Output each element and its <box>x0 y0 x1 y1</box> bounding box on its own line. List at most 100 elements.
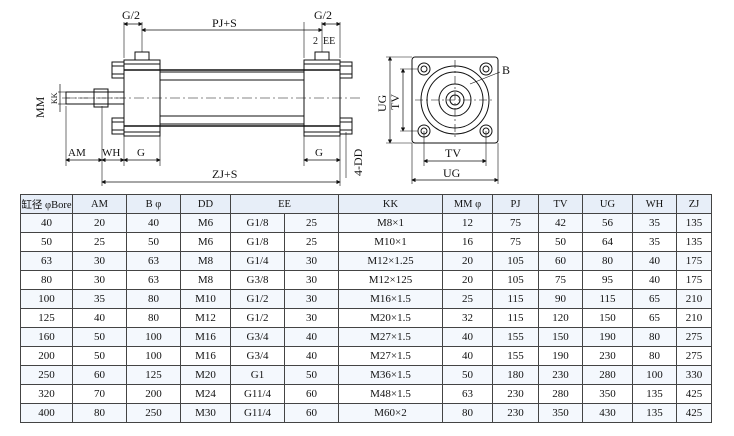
table-cell: 56 <box>582 213 634 233</box>
table-cell: 190 <box>538 346 584 366</box>
table-cell: 230 <box>582 346 634 366</box>
table-cell: M30 <box>180 403 231 423</box>
cylinder-dimension-drawing: G/2 PJ+S G/2 2 EE MM KK AM WH G G ZJ+S 4… <box>33 8 510 186</box>
table-cell: M16 <box>180 346 231 366</box>
table-cell: 35 <box>632 232 678 252</box>
table-cell: 115 <box>492 289 540 309</box>
tie-rod-nut <box>339 117 353 135</box>
table-cell: 65 <box>632 289 678 309</box>
table-cell: G3/4 <box>230 346 285 366</box>
table-cell: 60 <box>283 403 340 423</box>
table-cell: 80 <box>442 403 494 423</box>
table-cell: 200 <box>126 384 181 404</box>
table-cell: 100 <box>126 327 181 347</box>
table-cell: 20 <box>72 213 127 233</box>
table-cell: M60×2 <box>338 403 444 423</box>
table-cell: 60 <box>538 251 584 271</box>
table-cell: 40 <box>20 213 73 233</box>
table-cell: 100 <box>632 365 678 385</box>
table-cell: 25 <box>72 232 127 252</box>
dim-wh: WH <box>102 147 120 159</box>
table-cell: M12×125 <box>338 270 444 290</box>
table-cell: M8 <box>180 251 231 271</box>
table-cell: 80 <box>632 327 678 347</box>
dim-ug-vertical: UG <box>375 94 389 112</box>
table-cell: 180 <box>492 365 540 385</box>
tie-rod-hole <box>479 62 493 76</box>
table-cell: 250 <box>20 365 73 385</box>
table-cell: G1/4 <box>230 251 285 271</box>
table-cell: 80 <box>72 403 127 423</box>
table-cell: 50 <box>538 232 584 252</box>
table-cell: 275 <box>676 327 713 347</box>
header-dd: DD <box>180 194 231 214</box>
table-cell: 425 <box>676 384 713 404</box>
table-cell: 64 <box>582 232 634 252</box>
table-cell: 65 <box>632 308 678 328</box>
dim-two: 2 <box>313 36 318 47</box>
dim-mm: MM <box>33 96 47 118</box>
end-plate <box>411 56 499 144</box>
table-cell: M16×1.5 <box>338 289 444 309</box>
table-cell: 150 <box>538 327 584 347</box>
table-cell: 135 <box>676 232 713 252</box>
table-cell: 60 <box>72 365 127 385</box>
table-cell: G1/2 <box>230 289 285 309</box>
table-cell: M16 <box>180 327 231 347</box>
table-cell: M20 <box>180 365 231 385</box>
dim-kk: KK <box>50 92 59 104</box>
table-cell: 75 <box>492 232 540 252</box>
header-ug: UG <box>582 194 634 214</box>
table-cell: 320 <box>20 384 73 404</box>
table-cell: 400 <box>20 403 73 423</box>
table-cell: 350 <box>582 384 634 404</box>
header-b: B φ <box>126 194 181 214</box>
dimension-table: 缸径 φBore AM B φ DD EE KK MM φ PJ TV UG W… <box>20 194 713 423</box>
table-cell: 50 <box>283 365 340 385</box>
header-pj: PJ <box>492 194 540 214</box>
table-cell: 90 <box>538 289 584 309</box>
table-cell: 30 <box>283 308 340 328</box>
table-cell: G3/8 <box>230 270 285 290</box>
table-cell: 12 <box>442 213 494 233</box>
table-cell: 16 <box>442 232 494 252</box>
dim-b: B <box>502 63 510 77</box>
table-cell: 95 <box>582 270 634 290</box>
table-cell: 40 <box>72 308 127 328</box>
table-cell: 35 <box>632 213 678 233</box>
table-cell: 40 <box>442 346 494 366</box>
table-cell: 125 <box>20 308 73 328</box>
header-am: AM <box>72 194 127 214</box>
table-cell: 75 <box>538 270 584 290</box>
table-cell: M12 <box>180 308 231 328</box>
table-cell: M10 <box>180 289 231 309</box>
table-cell: 135 <box>676 213 713 233</box>
table-cell: M6 <box>180 232 231 252</box>
table-cell: M20×1.5 <box>338 308 444 328</box>
tie-rod-nut <box>339 61 353 79</box>
tie-rod-nut <box>111 61 125 79</box>
table-cell: 25 <box>283 232 340 252</box>
table-cell: 105 <box>492 251 540 271</box>
table-cell: 210 <box>676 308 713 328</box>
table-cell: 35 <box>72 289 127 309</box>
table-cell: M48×1.5 <box>338 384 444 404</box>
port-front <box>134 51 150 61</box>
table-cell: 30 <box>72 270 127 290</box>
table-cell: 50 <box>72 327 127 347</box>
table-cell: 350 <box>538 403 584 423</box>
table-cell: 40 <box>126 213 181 233</box>
table-cell: 50 <box>126 232 181 252</box>
table-cell: 115 <box>492 308 540 328</box>
dim-g-half-left: G/2 <box>122 8 140 22</box>
table-cell: M24 <box>180 384 231 404</box>
table-cell: 40 <box>283 346 340 366</box>
